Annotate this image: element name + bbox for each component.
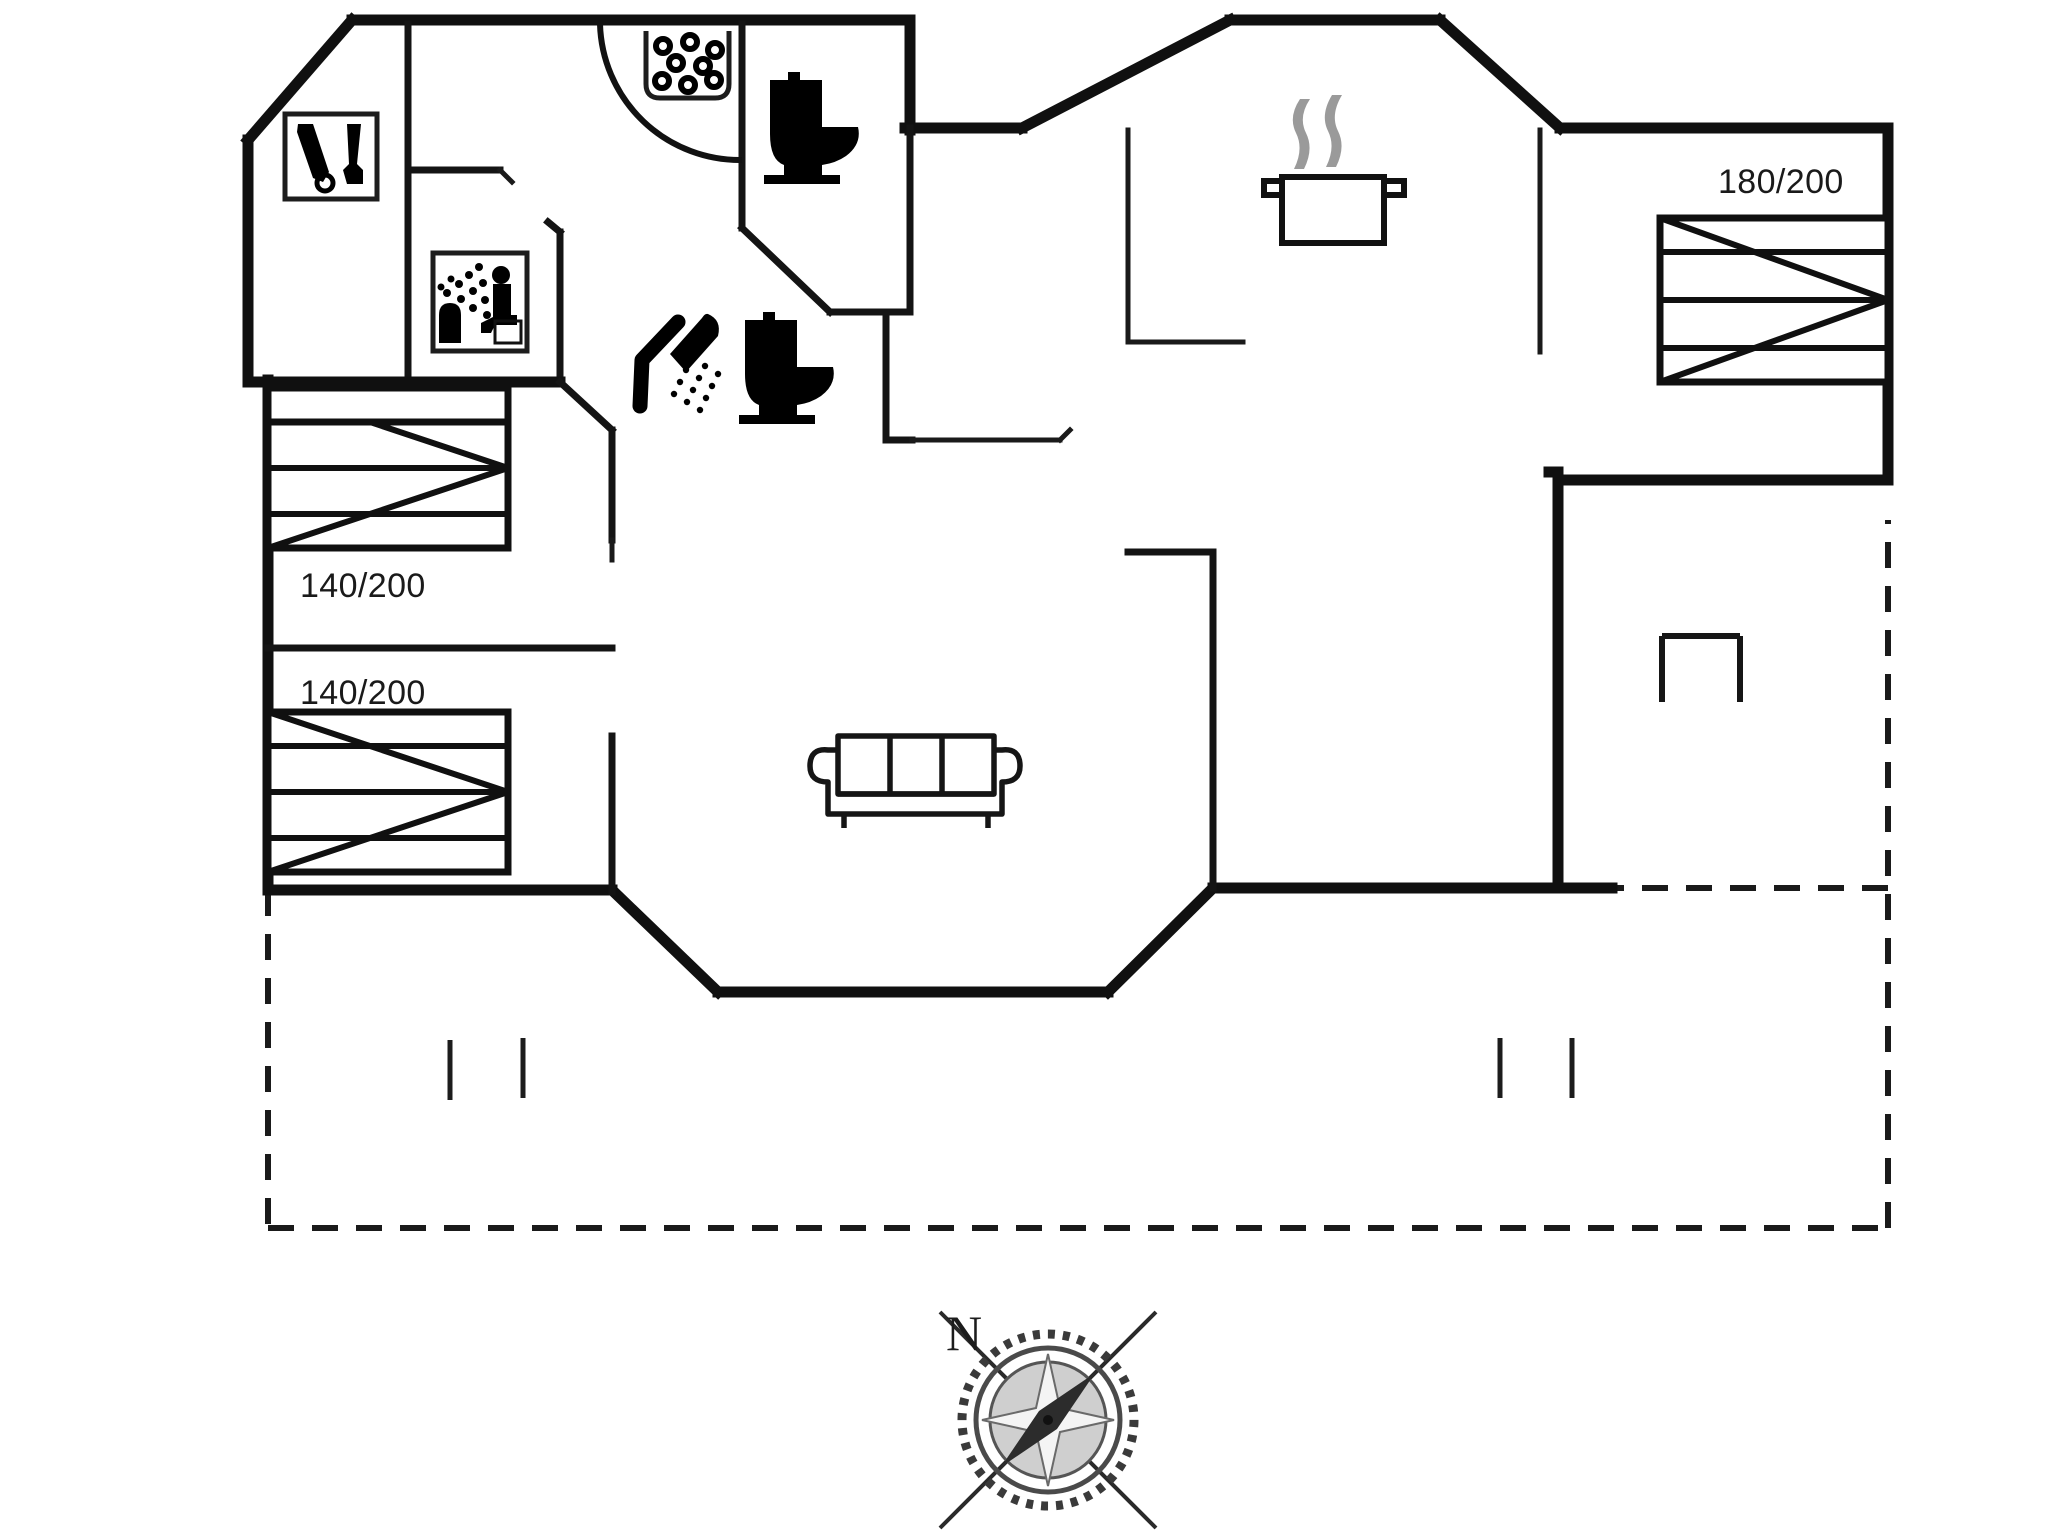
cooking-pot-icon — [1261, 95, 1407, 246]
bed-size-label-2: 140/200 — [300, 674, 426, 712]
shower-icon — [632, 313, 722, 414]
table-symbol — [1659, 633, 1743, 702]
toilet-icon-lower — [739, 312, 834, 424]
bed-size-label-1: 140/200 — [300, 567, 426, 605]
compass-rose-icon — [938, 1310, 1158, 1530]
bed-left-upper — [264, 384, 512, 552]
bed-right — [1656, 214, 1892, 386]
toilet-icon-upper — [764, 72, 859, 184]
terrace-railing-marks — [447, 1038, 1575, 1100]
bed-left-lower — [264, 708, 512, 876]
whirlpool-icon — [643, 31, 732, 101]
washing-machine-icon — [282, 111, 380, 202]
door-swing-arc-bathroom — [597, 23, 743, 164]
bed-size-label-3: 180/200 — [1718, 163, 1844, 201]
compass-north-label: N — [946, 1305, 982, 1361]
interior-walls — [242, 20, 1564, 894]
terrace-outline — [265, 520, 1891, 1231]
sofa-icon — [807, 733, 1023, 828]
sauna-icon — [430, 250, 530, 354]
